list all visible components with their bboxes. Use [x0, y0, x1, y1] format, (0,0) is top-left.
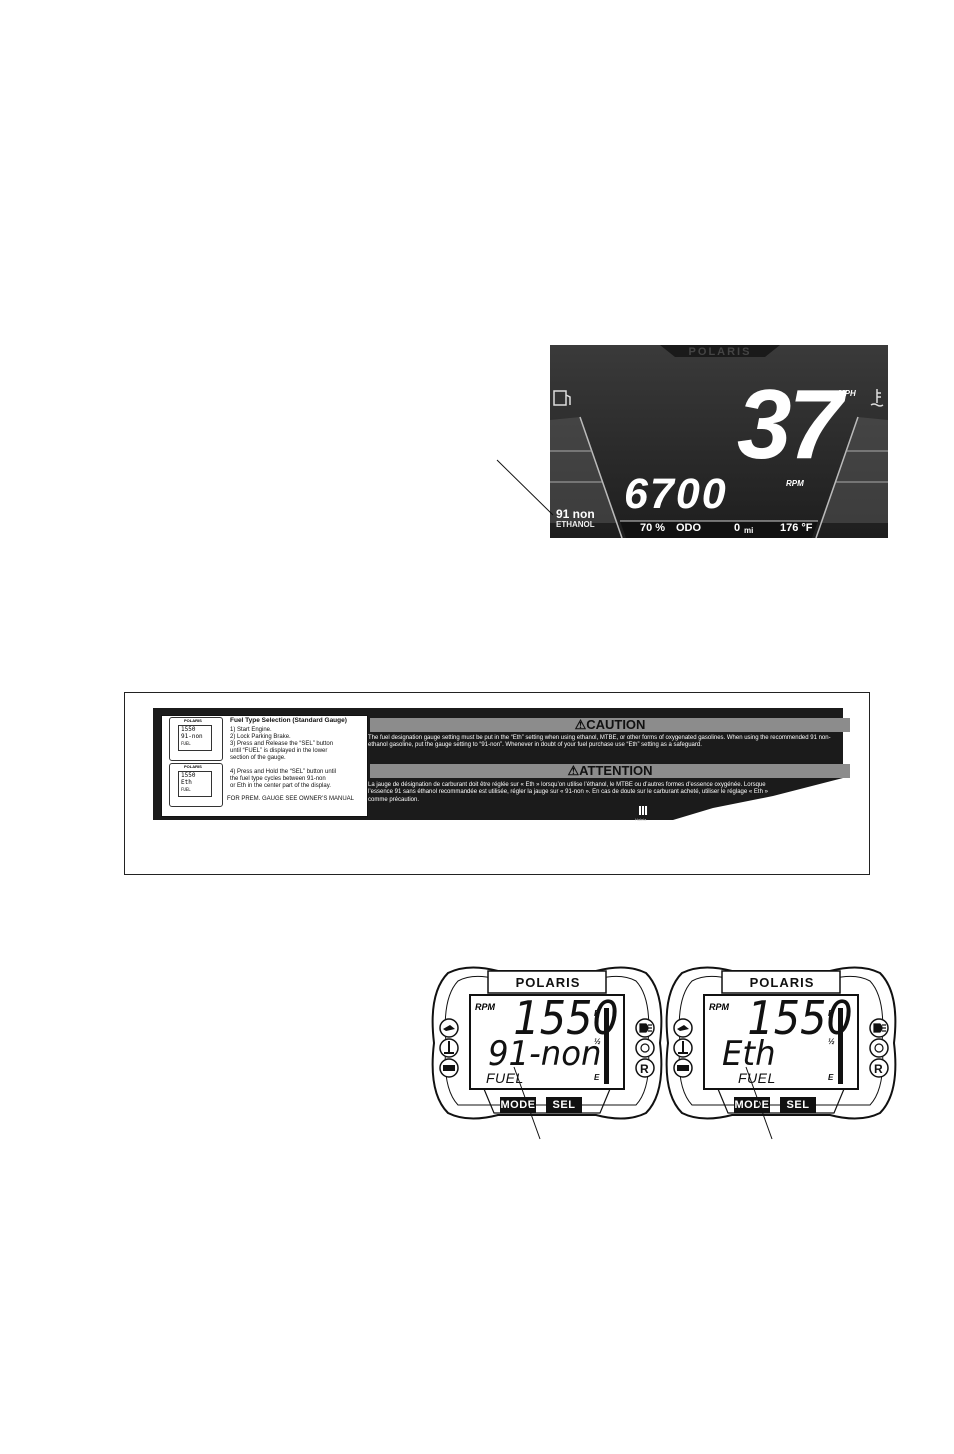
rpm-label: RPM: [709, 1003, 729, 1012]
sel-button[interactable]: SEL: [546, 1097, 582, 1113]
brake-icon: [869, 1038, 889, 1058]
mini-gauge-eth: POLARIS 1550 Eth FUEL: [169, 763, 223, 807]
gauge-top-readout: 1550: [747, 991, 853, 1045]
qr-caption: Haleia: [635, 817, 647, 822]
callout-line-premium: [496, 459, 554, 516]
fuel-selection-decal: POLARIS 1550 91-non FUEL POLARIS 1550 Et…: [124, 692, 870, 875]
sel-button[interactable]: SEL: [780, 1097, 816, 1113]
gauge-fuel-label: FUEL: [486, 1070, 524, 1086]
fuel-half-mark: ½: [828, 1037, 835, 1046]
fuel-half-mark: ½: [594, 1037, 601, 1046]
svg-text:R: R: [874, 1062, 883, 1076]
premium-display: POLARIS 37 MPH 6700 RPM 91 non ETHANOL 7…: [550, 345, 888, 538]
speed-readout: 37: [736, 369, 843, 479]
attention-text: La jauge de désignation de carburant doi…: [368, 782, 768, 803]
fuel-full-mark: F: [594, 1009, 599, 1018]
caution-text: The fuel designation gauge setting must …: [368, 735, 831, 749]
decal-title: Fuel Type Selection (Standard Gauge): [230, 717, 347, 724]
mini-gauge-brand: POLARIS: [184, 718, 202, 723]
gauge-fuel-type: 91-non: [488, 1034, 602, 1074]
mini-gauge-screen: 1550 Eth FUEL: [178, 771, 212, 797]
standard-gauge-91-non: R POLARIS RPM 1550 91-non FUEL F ½ E MOD…: [428, 963, 666, 1128]
caution-heading: ⚠CAUTION: [370, 718, 850, 732]
gauge-housing: R: [665, 966, 897, 1120]
decal-step: 4) Press and Hold the “SEL” button until: [230, 769, 337, 775]
fuel-type-sub: ETHANOL: [556, 520, 595, 529]
display-background: [550, 345, 888, 538]
mini-gauge-screen: 1550 91-non FUEL: [178, 725, 212, 751]
callout-line-gauge-2: [745, 1066, 773, 1140]
fuel-empty-mark: E: [594, 1073, 600, 1082]
callout-line-gauge-1: [513, 1066, 541, 1140]
mini-gauge-top: 1550: [181, 726, 196, 733]
decal-step: or Eth in the center part of the display…: [230, 783, 331, 789]
fuel-full-mark: F: [828, 1009, 833, 1018]
gauge-brand: POLARIS: [749, 975, 815, 990]
decal-step: until “FUEL” is displayed in the lower: [230, 748, 328, 754]
warning-triangle-icon: ⚠: [567, 763, 580, 778]
attention-heading: ⚠ATTENTION: [370, 764, 850, 778]
fuel-pump-icon: [553, 390, 567, 406]
mini-gauge-low: FUEL: [181, 787, 191, 792]
gauge-top-readout: 1550: [513, 991, 619, 1045]
fuel-percent: 70 %: [640, 522, 666, 534]
reverse-icon: [635, 1058, 655, 1078]
gauge-fuel-type: Eth: [722, 1034, 776, 1074]
rpm-readout: 6700: [624, 470, 728, 518]
gauge-fuel-label: FUEL: [738, 1070, 776, 1086]
decal-step: section of the gauge.: [230, 755, 286, 761]
mini-gauge-top: 1550: [181, 772, 196, 779]
gauge-brand: POLARIS: [515, 975, 581, 990]
odo-unit: mi: [744, 526, 754, 535]
mini-gauge-mid: Eth: [181, 779, 192, 786]
warning-triangle-icon: ⚠: [574, 717, 587, 732]
fuel-empty-mark: E: [828, 1073, 834, 1082]
display-brand: POLARIS: [688, 346, 752, 358]
decal-step: the fuel type cycles between 91-non: [230, 776, 326, 782]
decal-step: 1) Start Engine.: [230, 727, 272, 733]
standard-gauge-eth: R POLARIS RPM 1550 Eth FUEL F ½ E MODE S…: [662, 963, 900, 1128]
mini-gauge-91-non: POLARIS 1550 91-non FUEL: [169, 717, 223, 761]
gauge-housing: R: [431, 966, 663, 1120]
rpm-unit: RPM: [786, 479, 804, 488]
decal-step: 2) Lock Parking Brake.: [230, 734, 291, 740]
mini-gauge-low: FUEL: [181, 741, 191, 746]
coolant-temp-icon: [870, 389, 884, 407]
mini-gauge-mid: 91-non: [181, 733, 203, 740]
reverse-icon: [869, 1058, 889, 1078]
mini-gauge-brand: POLARIS: [184, 764, 202, 769]
speed-unit: MPH: [838, 389, 856, 398]
engine-temp: 176 °F: [780, 522, 813, 534]
decal-step: 3) Press and Release the “SEL” button: [230, 741, 334, 747]
qr-code-icon: [639, 806, 648, 815]
decal-footer: FOR PREM. GAUGE SEE OWNER’S MANUAL: [227, 796, 355, 802]
rpm-label: RPM: [475, 1003, 495, 1012]
brake-icon: [635, 1038, 655, 1058]
svg-text:R: R: [640, 1062, 649, 1076]
fuel-type-readout: 91 non: [556, 507, 595, 521]
odo-label: ODO: [676, 522, 702, 534]
odo-value: 0: [734, 522, 741, 534]
